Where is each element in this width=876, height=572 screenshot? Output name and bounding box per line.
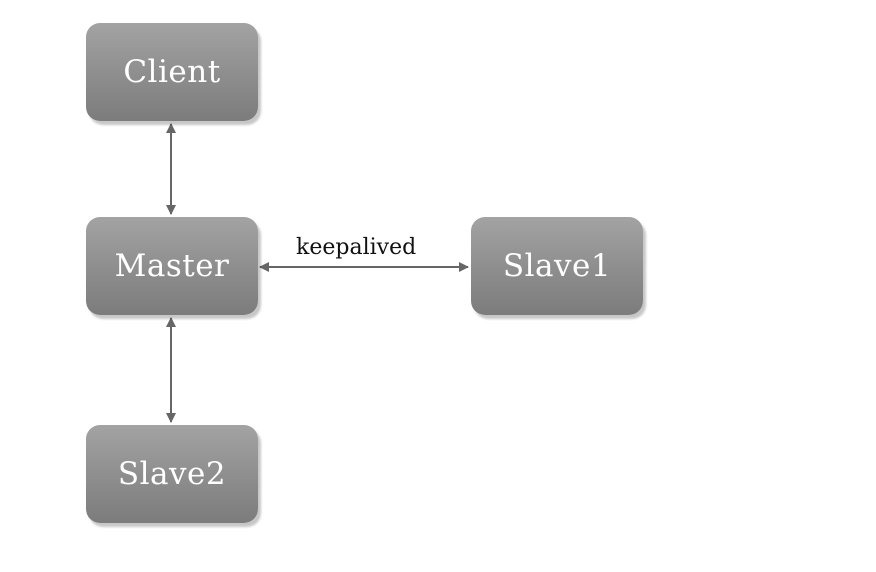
slave1-node-label: Slave1: [502, 248, 612, 284]
client-node-label: Client: [123, 54, 221, 90]
client-node: Client: [86, 23, 258, 121]
slave2-node: Slave2: [86, 425, 258, 523]
master-node: Master: [86, 217, 258, 315]
slave1-node: Slave1: [471, 217, 643, 315]
master-node-label: Master: [114, 248, 230, 284]
slave2-node-label: Slave2: [117, 456, 227, 492]
keepalived-edge-label: keepalived: [296, 235, 417, 260]
